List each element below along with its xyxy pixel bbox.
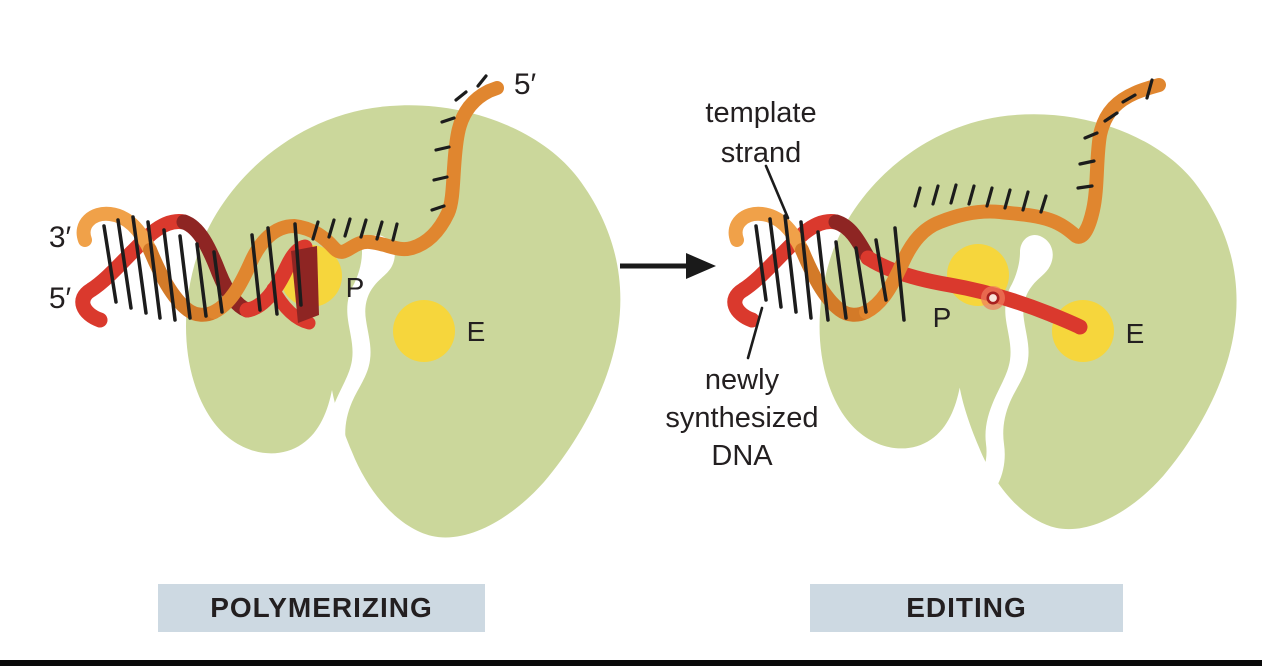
leader-line-newly-synthesized [746, 306, 764, 360]
label-5-prime-top-left: 5′ [513, 68, 537, 101]
label-3-prime-left: 3′ [48, 221, 72, 254]
annotation-template-strand: template strand [705, 93, 816, 173]
caption-box-editing: EDITING [810, 584, 1123, 632]
annotation-newly-synthesized-dna: newly synthesized DNA [665, 361, 818, 475]
template-ticks-left [311, 74, 488, 242]
caption-box-polymerizing: POLYMERIZING [158, 584, 485, 632]
annotation-newdna-line1: newly [704, 364, 780, 396]
annotation-newdna-line3: DNA [711, 440, 773, 472]
mismatch-nucleotide-dot [981, 286, 1005, 310]
panel-polymerizing [75, 74, 621, 538]
annotation-template-strand-line2: strand [720, 137, 802, 169]
label-5-prime-left: 5′ [48, 282, 72, 315]
label-p-site-left: P [345, 272, 365, 303]
template-ticks-right [913, 78, 1154, 214]
leader-line-template-strand [764, 164, 790, 220]
polymerase-body-right [819, 114, 1237, 530]
annotation-template-strand-line1: template [705, 97, 817, 129]
caption-editing: EDITING [906, 592, 1027, 623]
caption-polymerizing: POLYMERIZING [210, 592, 433, 623]
label-p-site-right: P [932, 302, 952, 333]
panel-editing [727, 78, 1237, 530]
base-pairs-left [102, 215, 303, 322]
e-site-circle-left [393, 300, 455, 362]
label-e-site-left: E [466, 316, 486, 347]
arrow-icon [620, 253, 716, 279]
annotation-newdna-line2: synthesized [665, 402, 819, 434]
base-pairs-right [754, 214, 906, 322]
label-e-site-right: E [1125, 318, 1145, 349]
template-strand-right [728, 78, 1166, 322]
bottom-border-bar [0, 660, 1262, 666]
